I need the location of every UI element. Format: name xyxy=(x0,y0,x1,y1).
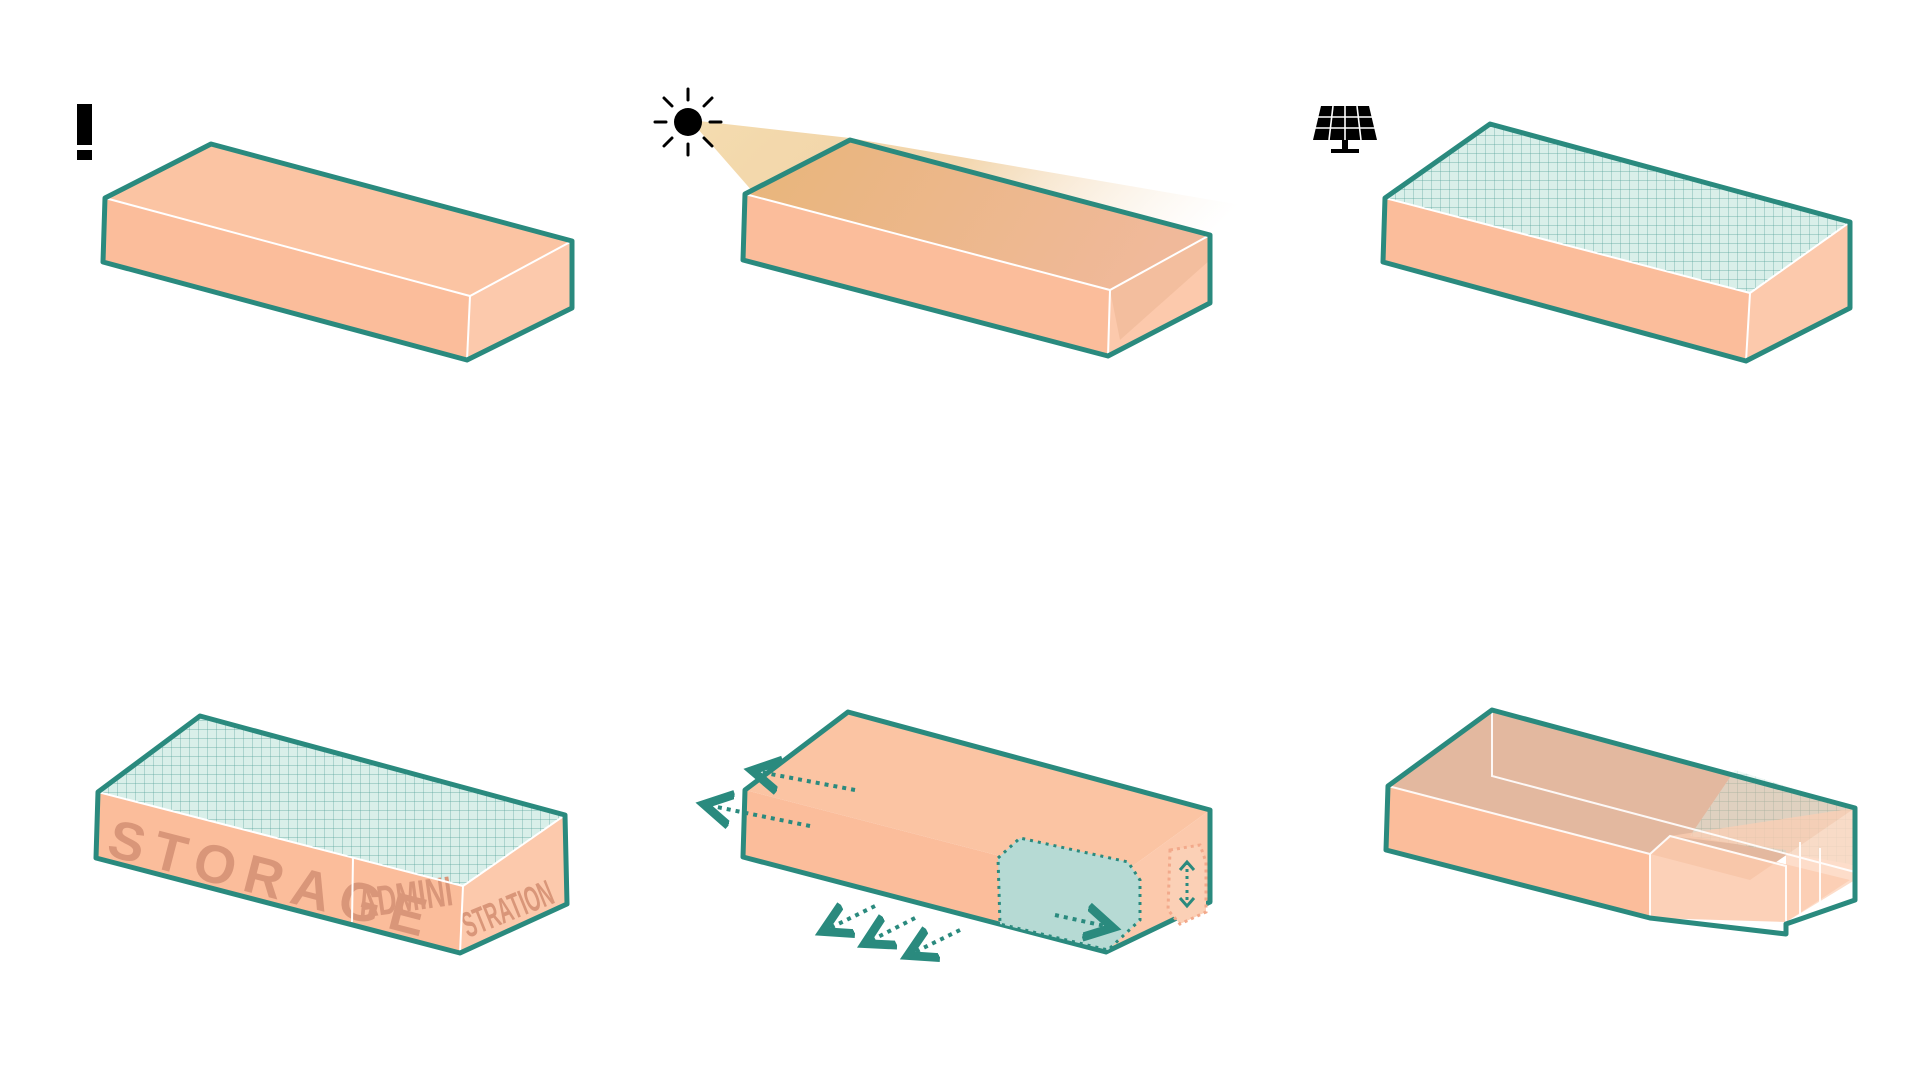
panel-solar-roof xyxy=(1313,105,1853,364)
exclamation-icon xyxy=(77,104,92,160)
block-3 xyxy=(1380,121,1853,364)
sun-icon xyxy=(653,87,723,157)
block-4: STORAGE ADMINI STRATION xyxy=(93,713,570,956)
flow-arrows xyxy=(712,772,1105,952)
solar-panel-icon xyxy=(1313,105,1377,153)
panel-extension xyxy=(1383,707,1858,937)
panel-sun-exposure xyxy=(653,87,1270,359)
solar-roof-grid xyxy=(1385,124,1850,293)
vertical-access-zone xyxy=(1166,843,1208,926)
block-2 xyxy=(740,137,1213,359)
roof-grid xyxy=(98,716,565,886)
panel-plain-block xyxy=(77,104,575,363)
panel-circulation xyxy=(712,709,1213,952)
block-1 xyxy=(100,141,575,363)
block-6 xyxy=(1383,707,1858,937)
panel-program-labels: STORAGE ADMINI STRATION xyxy=(93,713,570,956)
